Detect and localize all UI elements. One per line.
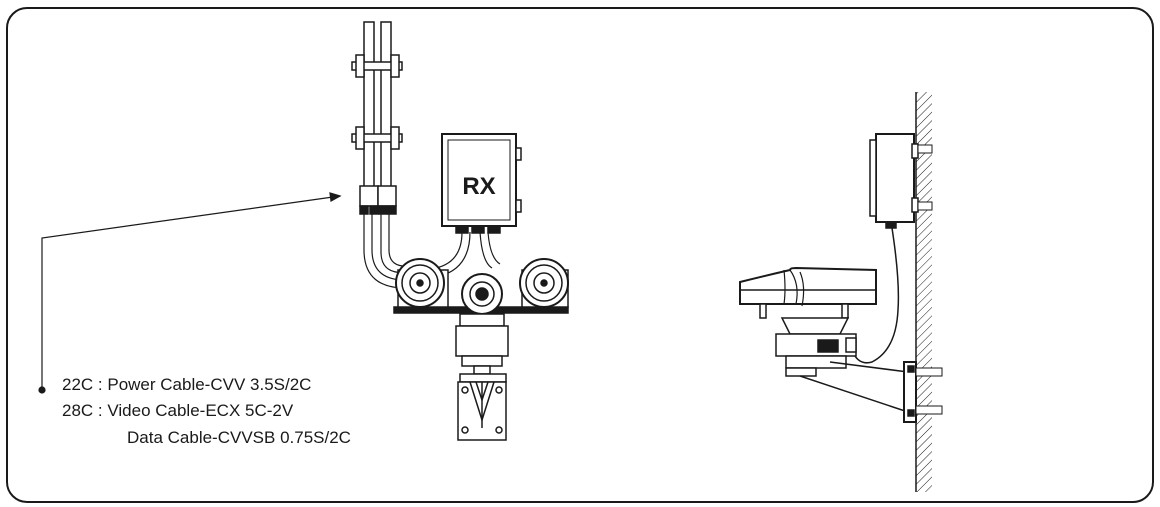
- leader-line: [38, 192, 342, 394]
- left-camera-housing: [395, 258, 449, 308]
- wall-bracket-front: [457, 373, 507, 441]
- cable-spec-line-3: Data Cable-CVVSB 0.75S/2C: [127, 428, 351, 447]
- diagram-frame: [6, 7, 1154, 503]
- rx-box-label: RX: [462, 173, 495, 200]
- side-junction-box: [869, 133, 933, 229]
- front-view-assembly: [351, 21, 569, 441]
- side-cable: [851, 227, 900, 364]
- center-ptz-camera: [455, 273, 509, 375]
- side-camera-housing: [739, 266, 877, 319]
- right-camera-housing: [519, 258, 569, 308]
- vertical-conduits: [351, 21, 403, 188]
- side-view-assembly: [739, 92, 943, 492]
- side-wall-bracket: [799, 361, 943, 423]
- conduit-connectors: [359, 185, 397, 215]
- side-pan-tilt: [775, 317, 857, 377]
- rx-junction-box: [441, 133, 522, 234]
- cable-spec-line-2: 28C : Video Cable-ECX 5C-2V: [62, 401, 294, 420]
- cable-spec-line-1: 22C : Power Cable-CVV 3.5S/2C: [62, 375, 312, 394]
